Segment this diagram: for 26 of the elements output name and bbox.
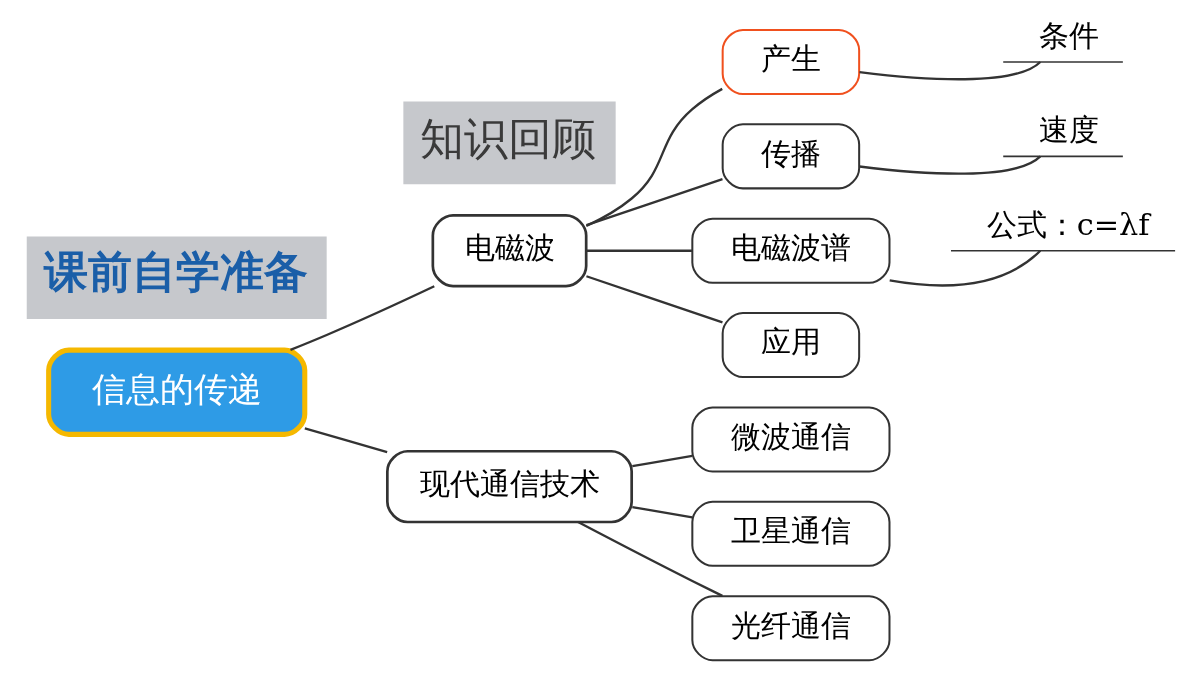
label: 知识回顾 bbox=[419, 113, 596, 165]
node-box: 传播 bbox=[721, 123, 860, 190]
connector bbox=[858, 61, 1041, 81]
node-box: 卫星通信 bbox=[690, 500, 890, 567]
label: 课前自学准备 bbox=[43, 246, 308, 298]
node-box: 信息的传递 bbox=[45, 347, 307, 437]
node-text: 条件 bbox=[1038, 17, 1099, 53]
connector bbox=[304, 427, 387, 454]
connector bbox=[858, 155, 1041, 175]
connector bbox=[577, 520, 723, 597]
node-box: 电磁波谱 bbox=[690, 217, 890, 284]
node-box: 产生 bbox=[721, 28, 860, 96]
connector bbox=[585, 275, 723, 324]
node-box: 应用 bbox=[721, 312, 860, 379]
connector bbox=[631, 506, 692, 519]
connector bbox=[889, 249, 1041, 287]
connector bbox=[631, 454, 692, 468]
connector bbox=[585, 249, 692, 252]
node-box: 光纤通信 bbox=[690, 595, 890, 662]
connector bbox=[585, 177, 723, 227]
connector bbox=[585, 87, 723, 227]
node-box: 电磁波 bbox=[431, 214, 588, 288]
node-box: 微波通信 bbox=[690, 406, 890, 473]
node-box: 现代通信技术 bbox=[385, 449, 633, 524]
connector bbox=[289, 285, 435, 351]
node-text: 速度 bbox=[1038, 112, 1099, 148]
